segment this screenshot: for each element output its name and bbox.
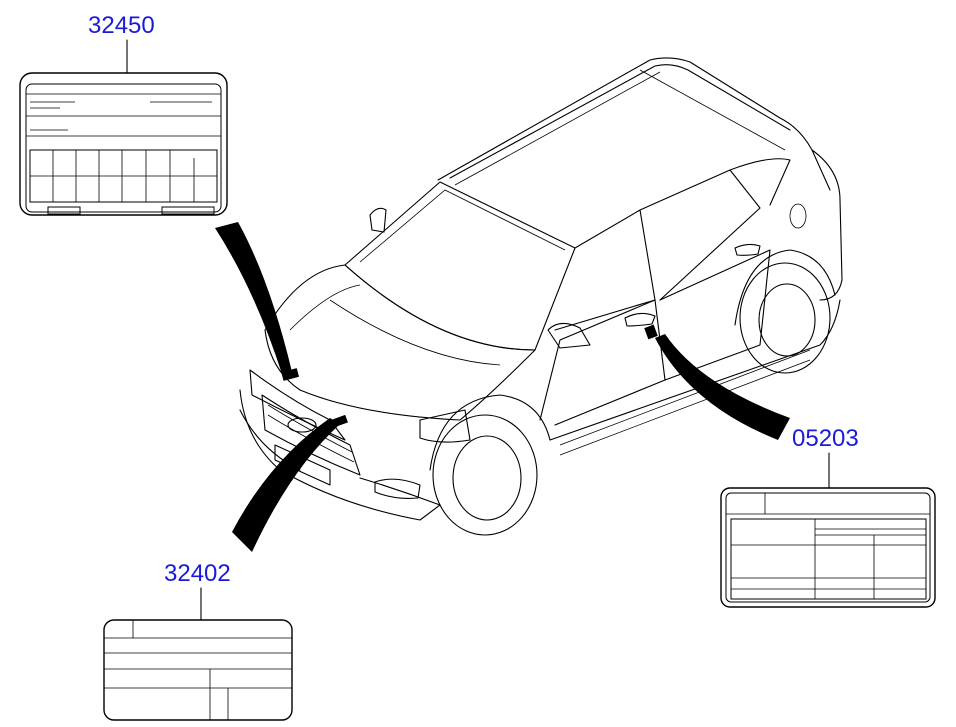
door-label-marker: [644, 324, 658, 340]
label-05203-callout: 05203: [720, 425, 936, 608]
label-32450-callout: 32450: [19, 12, 228, 216]
front-leader: [232, 418, 340, 552]
hood-label-marker: [281, 368, 300, 381]
door-leader: [655, 334, 790, 440]
part-number-05203: 05203: [792, 425, 859, 452]
part-number-32402: 32402: [164, 560, 231, 587]
label-32402-callout: 32402: [103, 560, 293, 721]
hood-leader: [215, 222, 292, 374]
part-number-32450: 32450: [88, 12, 155, 39]
front-label-marker: [332, 414, 348, 428]
vehicle-suv-illustration: [239, 57, 843, 536]
